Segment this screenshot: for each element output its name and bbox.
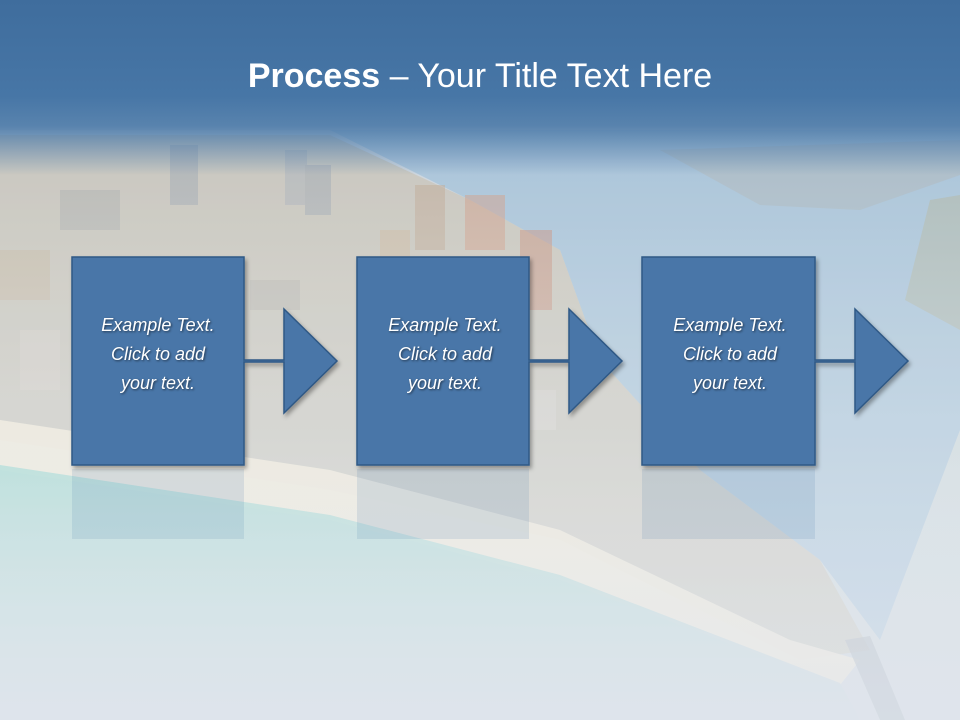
step-1-text: Example Text. Click to add your text. — [70, 311, 246, 398]
step-3[interactable]: Example Text. Click to add your text. — [642, 256, 818, 468]
process-reflections — [72, 469, 815, 539]
step-arrow-shape — [641, 256, 910, 466]
step-arrow-shape — [356, 256, 624, 466]
step-3-line-2: Click to add — [682, 344, 778, 364]
slide-title[interactable]: Process – Your Title Text Here — [0, 52, 960, 100]
process-shape-1[interactable] — [71, 256, 339, 466]
process-shape-2[interactable] — [356, 256, 624, 466]
title-band — [0, 0, 960, 175]
step-1-line-2: Click to add — [110, 344, 206, 364]
step-1[interactable]: Example Text. Click to add your text. — [70, 256, 246, 468]
step-3-line-3: your text. — [692, 373, 768, 393]
title-bold-part: Process — [247, 57, 381, 95]
step-3-line-1: Example Text. — [673, 315, 787, 335]
step-2-line-2: Click to add — [397, 344, 493, 364]
step-1-line-3: your text. — [120, 373, 196, 393]
step-1-line-1: Example Text. — [101, 315, 215, 335]
step-3-text: Example Text. Click to add your text. — [642, 311, 818, 398]
step-2-line-3: your text. — [407, 373, 483, 393]
step-2[interactable]: Example Text. Click to add your text. — [357, 256, 533, 468]
step-2-text: Example Text. Click to add your text. — [357, 311, 533, 398]
title-dash: – — [380, 57, 418, 95]
title-rest: Your Title Text Here — [417, 57, 713, 95]
step-2-line-1: Example Text. — [388, 315, 502, 335]
process-shape-3[interactable] — [641, 256, 910, 466]
step-arrow-shape — [71, 256, 339, 466]
